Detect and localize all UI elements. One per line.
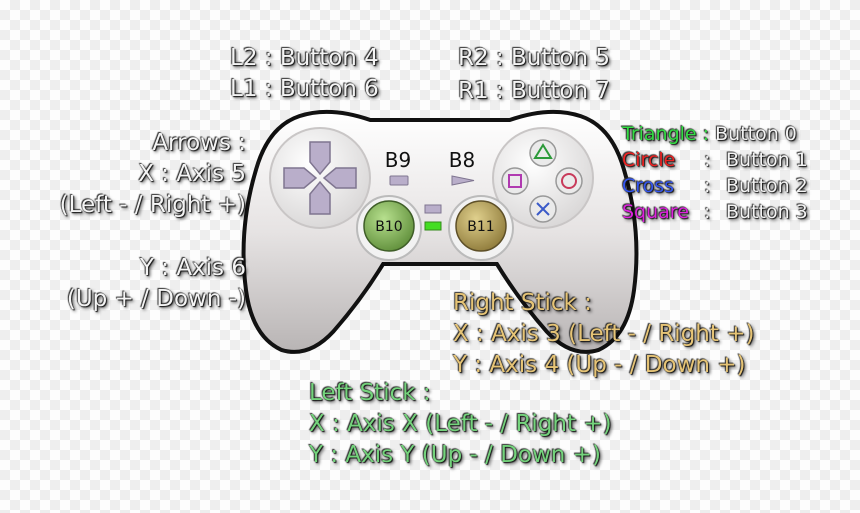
cross-legend: Cross: Button 2 (622, 173, 808, 199)
left-stick-x-line: X : Axis X (Left - / Right +) (309, 411, 612, 437)
right-stick-title: Right Stick : (453, 290, 592, 316)
mode-button[interactable] (424, 204, 442, 214)
triangle-sep: : (702, 123, 710, 145)
b9-label: B9 (385, 148, 411, 172)
triangle-button[interactable] (529, 139, 557, 167)
square-value: Button 3 (726, 201, 808, 223)
cross-button[interactable] (529, 195, 557, 223)
arrows-title: Arrows : (152, 130, 246, 156)
cross-value: Button 2 (726, 175, 808, 197)
face-button-well (492, 127, 594, 229)
right-stick-x-line: X : Axis 3 (Left - / Right +) (453, 321, 755, 347)
dpad[interactable] (283, 141, 357, 215)
dpad-well (269, 127, 371, 229)
right-stick[interactable] (455, 200, 507, 252)
triangle-name: Triangle (622, 123, 697, 145)
led-indicator (424, 221, 442, 231)
l2-label: L2 : Button 4 (230, 45, 379, 71)
triangle-legend: Triangle : Button 0 (622, 121, 797, 147)
circle-button[interactable] (555, 167, 583, 195)
cross-sep: : (704, 175, 711, 197)
left-stick[interactable] (363, 200, 415, 252)
square-name: Square (622, 201, 689, 223)
l1-label: L1 : Button 6 (230, 76, 379, 102)
circle-value: Button 1 (726, 149, 808, 171)
arrows-y-line: Y : Axis 6 (139, 255, 246, 281)
r1-label: R1 : Button 7 (458, 78, 610, 104)
select-button[interactable] (389, 175, 409, 186)
arrows-y-direction: (Up + / Down -) (66, 286, 246, 312)
circle-legend: Circle: Button 1 (622, 147, 808, 173)
start-button[interactable] (451, 175, 475, 186)
arrows-x-line: X : Axis 5 (138, 161, 246, 187)
right-stick-y-line: Y : Axis 4 (Up - / Down +) (453, 352, 746, 378)
b10-label: B10 (375, 219, 402, 235)
square-sep: : (704, 201, 711, 223)
b8-label: B8 (449, 148, 475, 172)
cross-name: Cross (622, 175, 675, 197)
circle-name: Circle (622, 149, 676, 171)
r2-label: R2 : Button 5 (458, 45, 610, 71)
triangle-value: Button 0 (715, 123, 797, 145)
left-stick-title: Left Stick : (309, 380, 431, 406)
circle-sep: : (704, 149, 711, 171)
arrows-x-direction: (Left - / Right +) (59, 192, 246, 218)
square-button[interactable] (501, 167, 529, 195)
square-legend: Square: Button 3 (622, 199, 808, 225)
left-stick-y-line: Y : Axis Y (Up - / Down +) (309, 442, 601, 468)
b11-label: B11 (467, 219, 494, 235)
